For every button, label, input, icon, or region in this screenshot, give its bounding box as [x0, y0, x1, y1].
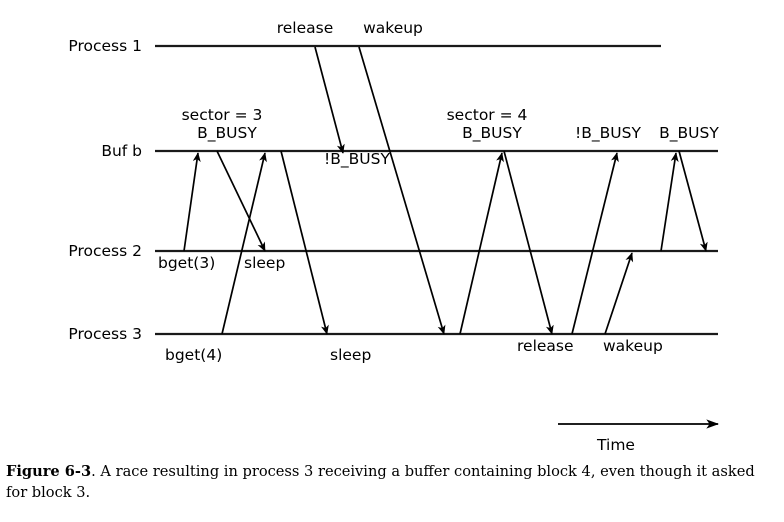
annotation-not-b-busy-1: !B_BUSY [324, 150, 390, 169]
lifelines-group [155, 44, 718, 336]
annotation-bget-3: bget(3) [158, 254, 215, 272]
figure-number: Figure 6-3 [6, 463, 92, 480]
annotation-bget-4: bget(4) [165, 346, 222, 364]
annotation-wakeup-p1: wakeup [363, 19, 423, 37]
msg-buf-to-p2-sleep [216, 150, 266, 252]
msg-p3-release [571, 152, 619, 335]
lane-label-buf-b: Buf b [101, 142, 142, 160]
msg-p1-wakeup [358, 46, 446, 335]
message-arrows-group [183, 46, 708, 335]
time-axis: Time [558, 419, 719, 454]
annotation-not-b-busy-2: !B_BUSY [575, 124, 641, 143]
annotation-sector-4: sector = 4 [447, 106, 528, 124]
lane-label-process-3: Process 3 [68, 325, 142, 343]
annotation-sector-3: sector = 3 [182, 106, 263, 124]
annotation-b-busy-1: B_BUSY [197, 124, 257, 143]
annotation-b-busy-3: B_BUSY [659, 124, 719, 143]
annotation-release-p3: release [517, 337, 574, 355]
race-condition-timeline-diagram: Process 1 Buf b Process 2 Process 3 release… [68, 19, 719, 454]
msg-bget3-acquire [183, 152, 201, 252]
msg-p3-wakeup [604, 252, 634, 335]
annotation-release-p1: release [277, 19, 334, 37]
msg-bget4-acquire [221, 152, 267, 335]
annotation-wakeup-p3: wakeup [603, 337, 663, 355]
annotation-b-busy-2: B_BUSY [462, 124, 522, 143]
figure-caption-separator: . [91, 463, 96, 480]
msg-buf-to-p3-again [503, 150, 554, 335]
time-axis-label: Time [596, 436, 635, 454]
annotation-sleep-p2: sleep [244, 254, 285, 272]
msg-buf-to-p2-again [678, 150, 708, 252]
msg-p2-acquire [660, 152, 679, 252]
msg-buf-to-p3-sleep [280, 150, 329, 335]
msg-p3-acquire-sector4 [459, 152, 504, 335]
figure-caption-text: A race resulting in process 3 receiving … [6, 463, 755, 501]
figure-caption: Figure 6-3. A race resulting in process … [6, 462, 778, 503]
annotation-sleep-p3: sleep [330, 346, 371, 364]
msg-p1-release [314, 46, 345, 154]
lane-labels-group: Process 1 Buf b Process 2 Process 3 [68, 37, 142, 343]
lane-label-process-1: Process 1 [68, 37, 142, 55]
lane-label-process-2: Process 2 [68, 242, 142, 260]
